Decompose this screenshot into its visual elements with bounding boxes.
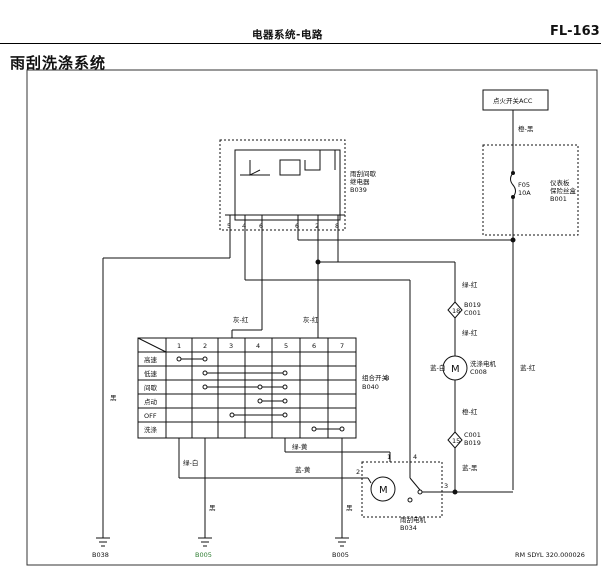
switch-col-7: 7 [340,342,344,350]
connector-18-top: B019 [464,301,481,309]
relay-pin-6a: 6 [259,222,263,230]
switch-name-1: 组合开关 [362,373,389,382]
switch-col-1: 1 [177,342,181,350]
wire-label-green-red-1: 绿-红 [462,280,478,289]
relay-pin-4: 4 [242,222,246,230]
relay-pin-row [229,215,339,232]
fuse-symbol [510,172,516,198]
ignition-switch-label: 点火开关ACC [493,96,533,105]
wire-label-black-right: 黑 [346,504,353,512]
wire-label-grey-red-1: 灰-红 [233,315,249,324]
relay-code: B039 [350,186,367,194]
switch-col-2: 2 [203,342,207,350]
ground-label-left: B038 [92,551,109,559]
wire-label-grey-red-2: 灰-红 [303,315,319,324]
switch-contacts [176,356,345,432]
wire-label-black-left: 黑 [110,394,117,402]
switch-row-high: 高速 [144,355,158,364]
relay-name-2: 继电器 [350,177,370,186]
relay-inner [234,149,341,221]
wire-label-green-yellow: 绿-黄 [292,442,308,451]
wiper-motor-symbol: M [379,485,388,496]
ignition-switch-box [482,89,549,111]
relay-pin-5: 5 [227,222,231,230]
section-title: 雨刮洗涤系统 [10,54,107,72]
header-page-number: FL-163 [550,24,600,39]
wire-label-green-red-2: 绿-红 [462,328,478,337]
wiper-pin-1: 1 [387,453,391,461]
washer-motor-name: 洗涤电机 [470,359,497,368]
wire-label-black-mid: 黑 [209,504,216,512]
fuse-box [482,144,579,236]
wiper-pin-3: 3 [444,482,448,490]
wiper-motor-name: 雨刮电机 [400,515,427,524]
relay-coil [279,159,301,176]
wire-label-blue-yellow: 蓝-黄 [295,465,311,474]
switch-row-mist: 点动 [144,398,158,406]
wire-label-blue-black: 蓝-黑 [462,463,478,472]
wiper-motor-code: B034 [400,524,417,532]
switch-col-5: 5 [284,342,288,350]
relay-name-1: 雨刮间歇 [350,169,377,178]
footer-reference: RM SDYL 320.000026 [515,551,585,559]
ground-label-right: B005 [332,551,349,559]
switch-grid [137,337,356,438]
wiper-motor [370,476,396,502]
relay-pin-8: 8 [335,222,339,230]
wire-label-orange: 橙-红 [462,407,478,416]
washer-motor-symbol: M [451,364,460,375]
ground-symbol-right [335,537,349,547]
wire-label-blue-red: 蓝-红 [520,363,536,372]
relay-box [219,139,346,231]
switch-col-6: 6 [312,342,316,350]
connector-15-pin: 15 [452,437,460,445]
switch-col-4: 4 [256,342,260,350]
ground-symbol-left [96,537,110,547]
wiper-pin-2: 2 [356,468,360,476]
page-header: 电器系统-电路 FL-163 [0,0,601,44]
wire-label-blue-white: 蓝-白 [430,363,445,372]
fuse-box-name-2: 保险丝盒 [550,186,577,195]
washer-motor-code: C008 [470,368,487,376]
connector-15-top: C001 [464,431,481,439]
switch-row-low: 低速 [144,369,158,378]
fuse-id: F05 [518,181,530,189]
fuse-rating: 10A [518,189,531,197]
connector-15-bottom: B019 [464,439,481,447]
switch-col-3: 3 [229,342,233,350]
header-rule [0,43,601,44]
combination-switch-table [137,337,357,439]
switch-row-intermittent: 间歇 [144,383,158,392]
relay-pin-6b: 6 [295,222,299,230]
fuse-box-name-1: 仪表板 [550,178,570,187]
switch-code: B040 [362,383,379,391]
fuse-box-code: B001 [550,195,567,203]
wiper-pin-4: 4 [413,453,417,461]
switch-name-2: B [385,374,389,382]
switch-row-wash: 洗涤 [144,425,158,434]
ground-symbol-middle [198,537,212,547]
diagram-frame [26,69,598,566]
relay-pin-2: 2 [315,222,319,230]
wire-label-orange-white: 橙-黑 [518,124,534,133]
header-section-title: 电器系统-电路 [252,29,323,41]
connector-18-pin: 18 [452,307,460,315]
wiper-motor-box [361,461,443,518]
connector-18-bottom: C001 [464,309,481,317]
switch-row-off: OFF [144,412,157,420]
wire-label-green-white: 绿-白 [183,458,198,467]
ground-label-middle: B005 [195,551,212,559]
